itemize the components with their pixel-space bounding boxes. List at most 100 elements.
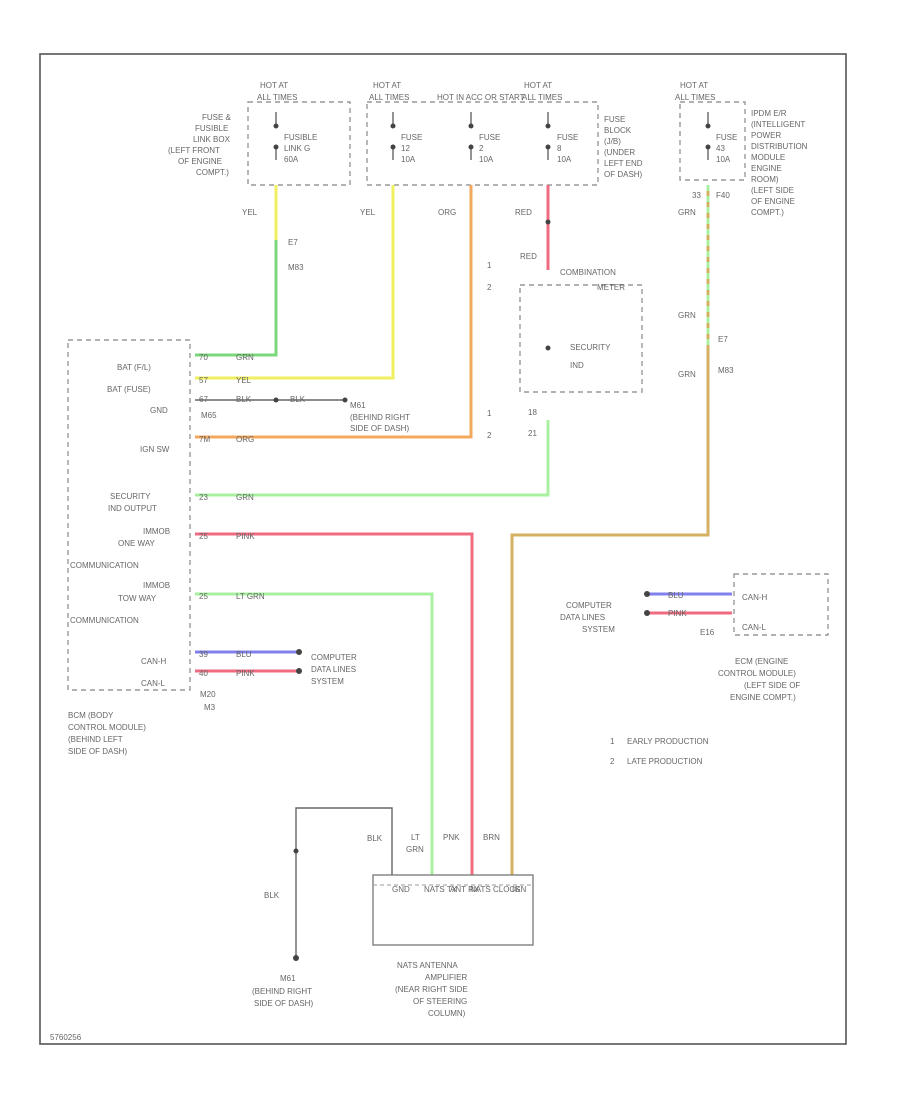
diagram-frame xyxy=(39,53,847,1045)
svg-text:BAT (F/L): BAT (F/L) xyxy=(117,363,151,372)
svg-text:SYSTEM: SYSTEM xyxy=(582,625,615,634)
svg-text:BLOCK: BLOCK xyxy=(604,126,632,135)
svg-text:1: 1 xyxy=(487,261,492,270)
svg-text:DISTRIBUTION: DISTRIBUTION xyxy=(751,142,808,151)
svg-text:(BEHIND RIGHT: (BEHIND RIGHT xyxy=(252,987,312,996)
svg-text:39: 39 xyxy=(199,650,208,659)
svg-text:SYSTEM: SYSTEM xyxy=(311,677,344,686)
svg-text:(J/B): (J/B) xyxy=(604,137,621,146)
svg-text:M20: M20 xyxy=(200,690,216,699)
svg-text:40: 40 xyxy=(199,669,208,678)
wire-grn-bat-fl xyxy=(195,185,278,357)
svg-text:IND: IND xyxy=(570,361,584,370)
svg-text:10A: 10A xyxy=(716,155,731,164)
svg-text:ALL TIMES: ALL TIMES xyxy=(675,93,715,102)
svg-text:ALL TIMES: ALL TIMES xyxy=(522,93,562,102)
svg-text:E7: E7 xyxy=(288,238,298,247)
svg-text:ORG: ORG xyxy=(438,208,456,217)
svg-text:MODULE: MODULE xyxy=(751,153,785,162)
svg-text:METER: METER xyxy=(597,283,625,292)
svg-text:COMPT.): COMPT.) xyxy=(196,168,229,177)
svg-text:BLK: BLK xyxy=(264,891,280,900)
svg-text:M61: M61 xyxy=(350,401,366,410)
svg-text:GRN: GRN xyxy=(678,208,696,217)
svg-text:LATE PRODUCTION: LATE PRODUCTION xyxy=(627,757,703,766)
svg-text:70: 70 xyxy=(199,353,208,362)
svg-text:CAN-L: CAN-L xyxy=(742,623,767,632)
svg-text:FUSIBLE: FUSIBLE xyxy=(195,124,228,133)
svg-text:GRN: GRN xyxy=(406,845,424,854)
svg-text:60A: 60A xyxy=(284,155,299,164)
svg-text:COMMUNICATION: COMMUNICATION xyxy=(70,561,139,570)
svg-text:IPDM E/R: IPDM E/R xyxy=(751,109,787,118)
wire-brn-ign xyxy=(510,185,710,875)
svg-text:SECURITY: SECURITY xyxy=(570,343,611,352)
svg-text:F40: F40 xyxy=(716,191,730,200)
svg-text:DATA LINES: DATA LINES xyxy=(311,665,356,674)
svg-text:FUSE: FUSE xyxy=(401,133,422,142)
svg-text:POWER: POWER xyxy=(751,131,781,140)
svg-text:(INTELLIGENT: (INTELLIGENT xyxy=(751,120,805,129)
svg-text:GND: GND xyxy=(392,885,410,894)
wire-pnk-immob xyxy=(195,532,474,875)
svg-text:HOT AT: HOT AT xyxy=(260,81,288,90)
svg-text:NATS CLOCK: NATS CLOCK xyxy=(470,885,521,894)
svg-text:BAT (FUSE): BAT (FUSE) xyxy=(107,385,151,394)
svg-text:E16: E16 xyxy=(700,628,715,637)
frame-code: 5760256 xyxy=(50,1033,82,1042)
svg-text:RED: RED xyxy=(520,252,537,261)
fuse-box-right: HOT AT ALL TIMES FUSE 43 10A IPDM E/R (I… xyxy=(675,81,808,217)
svg-text:LINK G: LINK G xyxy=(284,144,310,153)
svg-text:12: 12 xyxy=(401,144,410,153)
svg-text:8: 8 xyxy=(557,144,562,153)
svg-text:IMMOB: IMMOB xyxy=(143,527,170,536)
svg-text:NATS TX: NATS TX xyxy=(424,885,458,894)
svg-text:CONTROL MODULE): CONTROL MODULE) xyxy=(718,669,796,678)
svg-text:PINK: PINK xyxy=(236,532,255,541)
svg-text:HOT AT: HOT AT xyxy=(373,81,401,90)
svg-text:BLU: BLU xyxy=(668,591,684,600)
svg-text:ALL TIMES: ALL TIMES xyxy=(369,93,409,102)
svg-text:2: 2 xyxy=(487,283,492,292)
fuse-box-mid: HOT AT ALL TIMES HOT IN ACC OR START HOT… xyxy=(366,81,643,186)
svg-text:(NEAR RIGHT SIDE: (NEAR RIGHT SIDE xyxy=(395,985,468,994)
svg-text:(UNDER: (UNDER xyxy=(604,148,635,157)
combination-meter: COMBINATION METER SECURITY IND 1 2 1 2 1… xyxy=(487,219,643,440)
svg-text:FUSIBLE: FUSIBLE xyxy=(284,133,317,142)
svg-text:CAN-H: CAN-H xyxy=(141,657,167,666)
wire-org-ign xyxy=(195,185,473,439)
svg-text:SIDE OF DASH): SIDE OF DASH) xyxy=(350,424,409,433)
svg-text:EARLY PRODUCTION: EARLY PRODUCTION xyxy=(627,737,709,746)
svg-text:LEFT END: LEFT END xyxy=(604,159,643,168)
svg-text:SECURITY: SECURITY xyxy=(110,492,151,501)
svg-text:ROOM): ROOM) xyxy=(751,175,779,184)
svg-text:BCM (BODY: BCM (BODY xyxy=(68,711,114,720)
svg-text:COMPT.): COMPT.) xyxy=(751,208,784,217)
svg-text:(BEHIND LEFT: (BEHIND LEFT xyxy=(68,735,123,744)
svg-text:HOT IN ACC OR START: HOT IN ACC OR START xyxy=(437,93,525,102)
svg-text:ECM (ENGINE: ECM (ENGINE xyxy=(735,657,788,666)
svg-text:25: 25 xyxy=(199,532,208,541)
svg-text:18: 18 xyxy=(528,408,537,417)
production-notes: 1 EARLY PRODUCTION 2 LATE PRODUCTION xyxy=(610,737,709,766)
svg-text:10A: 10A xyxy=(557,155,572,164)
svg-text:25: 25 xyxy=(199,592,208,601)
svg-text:1: 1 xyxy=(487,409,492,418)
svg-text:IND OUTPUT: IND OUTPUT xyxy=(108,504,157,513)
svg-text:COMPUTER: COMPUTER xyxy=(311,653,357,662)
wire-yel-bat-fuse xyxy=(195,185,395,380)
svg-text:(LEFT SIDE: (LEFT SIDE xyxy=(751,186,794,195)
svg-text:2: 2 xyxy=(610,757,615,766)
svg-text:COMBINATION: COMBINATION xyxy=(560,268,616,277)
svg-text:YEL: YEL xyxy=(236,376,252,385)
svg-text:PINK: PINK xyxy=(668,609,687,618)
svg-text:M65: M65 xyxy=(201,411,217,420)
svg-text:DATA LINES: DATA LINES xyxy=(560,613,605,622)
svg-text:CAN-H: CAN-H xyxy=(742,593,768,602)
ecm-module: CAN-H CAN-L BLU PINK E16 COMPUTER DATA L… xyxy=(560,573,829,702)
svg-text:TOW WAY: TOW WAY xyxy=(118,594,157,603)
svg-text:(BEHIND RIGHT: (BEHIND RIGHT xyxy=(350,413,410,422)
svg-text:OF STEERING: OF STEERING xyxy=(413,997,467,1006)
svg-text:PINK: PINK xyxy=(236,669,255,678)
svg-text:ORG: ORG xyxy=(236,435,254,444)
